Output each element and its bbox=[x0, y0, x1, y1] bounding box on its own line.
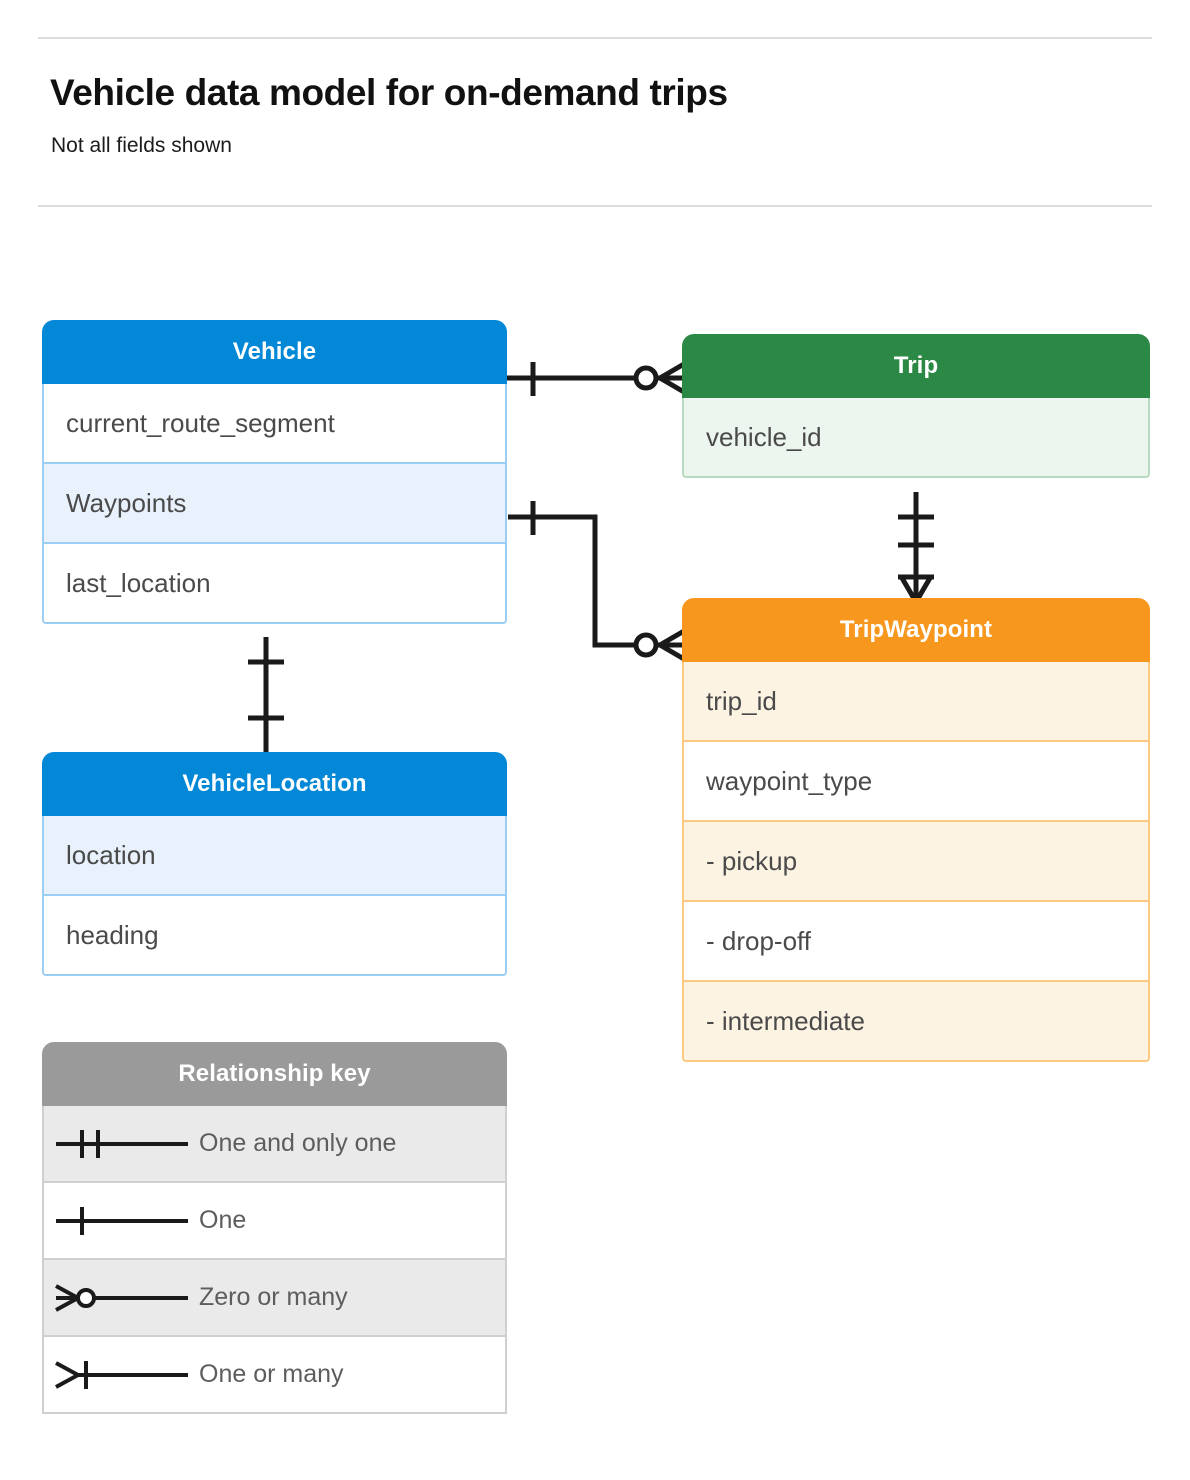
relationship-key-title: Relationship key bbox=[42, 1042, 507, 1106]
entity-vehicle[interactable]: Vehicle current_route_segment Waypoints … bbox=[42, 320, 507, 624]
entity-vehicle-title: Vehicle bbox=[42, 320, 507, 384]
legend-item-one-or-many: One or many bbox=[42, 1337, 507, 1414]
top-divider bbox=[38, 37, 1152, 39]
entity-trip[interactable]: Trip vehicle_id bbox=[682, 334, 1150, 478]
entity-trip-waypoint-title: TripWaypoint bbox=[682, 598, 1150, 662]
one-and-only-one-icon bbox=[44, 1124, 199, 1164]
legend-label-one-and-only-one: One and only one bbox=[199, 1129, 397, 1157]
entity-vehicle-field-current-route-segment[interactable]: current_route_segment bbox=[42, 384, 507, 464]
entity-trip-title: Trip bbox=[682, 334, 1150, 398]
entity-trip-waypoint-value-pickup[interactable]: - pickup bbox=[682, 822, 1150, 902]
entity-trip-waypoint-field-trip-id[interactable]: trip_id bbox=[682, 662, 1150, 742]
entity-trip-waypoint-field-waypoint-type[interactable]: waypoint_type bbox=[682, 742, 1150, 822]
entity-vehicle-field-waypoints[interactable]: Waypoints bbox=[42, 464, 507, 544]
relationship-key-legend: Relationship key One and only one One bbox=[42, 1042, 507, 1414]
one-icon bbox=[44, 1201, 199, 1241]
legend-item-one: One bbox=[42, 1183, 507, 1260]
entity-vehicle-location-field-location[interactable]: location bbox=[42, 816, 507, 896]
entity-trip-field-vehicle-id[interactable]: vehicle_id bbox=[682, 398, 1150, 478]
entity-vehicle-field-last-location[interactable]: last_location bbox=[42, 544, 507, 624]
page-subtitle: Not all fields shown bbox=[51, 134, 232, 157]
entity-vehicle-location-title: VehicleLocation bbox=[42, 752, 507, 816]
one-or-many-icon bbox=[44, 1355, 199, 1395]
zero-or-many-icon bbox=[44, 1278, 199, 1318]
legend-item-zero-or-many: Zero or many bbox=[42, 1260, 507, 1337]
legend-item-one-and-only-one: One and only one bbox=[42, 1106, 507, 1183]
legend-label-one-or-many: One or many bbox=[199, 1360, 344, 1388]
legend-label-one: One bbox=[199, 1206, 247, 1234]
header-divider bbox=[38, 205, 1152, 207]
entity-trip-waypoint-value-drop-off[interactable]: - drop-off bbox=[682, 902, 1150, 982]
entity-trip-waypoint-value-intermediate[interactable]: - intermediate bbox=[682, 982, 1150, 1062]
entity-vehicle-location-field-heading[interactable]: heading bbox=[42, 896, 507, 976]
entity-trip-waypoint[interactable]: TripWaypoint trip_id waypoint_type - pic… bbox=[682, 598, 1150, 1062]
entity-vehicle-location[interactable]: VehicleLocation location heading bbox=[42, 752, 507, 976]
legend-label-zero-or-many: Zero or many bbox=[199, 1283, 348, 1311]
page-title: Vehicle data model for on-demand trips bbox=[50, 72, 728, 113]
